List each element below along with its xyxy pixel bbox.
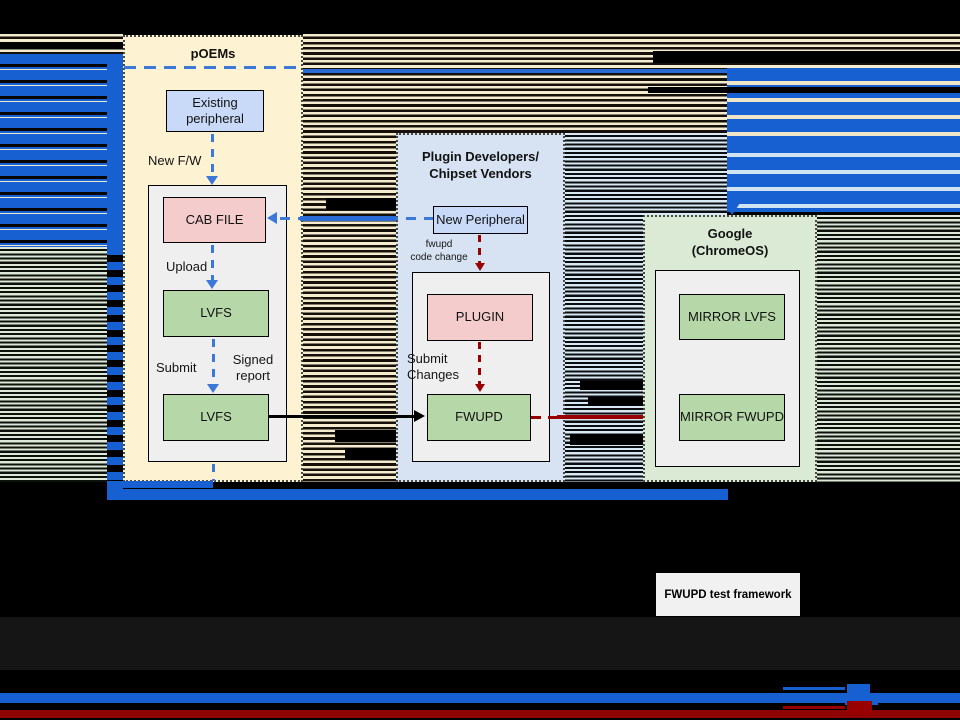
edge-newperipheral-cab-arrowhead [267,212,277,224]
glitch-red-line [783,706,845,709]
glitch-black-bar [0,42,123,49]
glitch-blue-line [300,216,396,221]
edge-poems-tail-line [212,464,215,481]
glitch-blue-blocks [107,247,123,490]
glitch-stripe-band [565,133,643,482]
edge-newfw-line [211,134,214,178]
glitch-blue-block [847,684,870,699]
glitch-blue-column [107,54,123,247]
glitch-black-bar [648,87,960,93]
node-cab-file: CAB FILE [163,197,266,243]
glitch-blue-bar [107,481,213,488]
edge-label-submit: Submit [156,360,197,375]
glitch-stripe-band [643,133,727,215]
glitch-black-bar [580,381,643,390]
glitch-arrowhead [722,200,742,215]
glitch-red-line [557,415,647,419]
node-new-peripheral: New Peripheral [433,206,528,234]
node-mirror-fwupd: MIRROR FWUPD [679,394,785,441]
glitch-black-bar [326,198,396,210]
node-fwupd: FWUPD [427,394,531,441]
edge-label-upload: Upload [166,259,208,274]
glitch-dark-band [0,617,960,670]
glitch-black-bar [653,51,960,63]
edge-lvfs-fwupd-arrowhead [414,410,425,422]
poems-dashed-divider [124,66,302,69]
glitch-stripe-band [303,133,396,482]
edge-submitchanges-line [478,342,481,384]
node-existing-peripheral: Existing peripheral [166,90,264,132]
glitch-black-bar [588,397,643,406]
glitch-stripe-band [0,54,107,247]
glitch-blue-bands [727,140,960,212]
lane-plugin-vendors-title: Plugin Developers/ Chipset Vendors [421,149,540,181]
glitch-blue-line [303,69,727,73]
node-lvfs-report: LVFS [163,394,269,441]
glitch-black-bar [570,434,643,445]
lane-google-title: Google (ChromeOS) [691,226,769,258]
glitch-red-block [847,701,872,715]
glitch-black-bar [335,430,396,442]
glitch-blue-bar [0,693,960,703]
glitch-stripe-band [303,34,727,133]
glitch-blue-line [783,687,845,690]
glitch-red-bar [0,710,960,718]
edge-upload-arrowhead [206,280,218,289]
glitch-blue-bar [107,489,728,500]
edge-label-new-fw: New F/W [148,153,202,168]
node-plugin: PLUGIN [427,294,533,341]
glitch-stripe-band [817,215,960,482]
edge-lvfs-fwupd-line [269,415,416,418]
fwupd-test-framework-box: FWUPD test framework [656,573,800,616]
edge-submit-arrowhead [207,384,219,393]
edge-label-signed-report: Signed report [232,352,274,384]
edge-submitchanges-arrowhead [475,384,485,392]
edge-codechange-arrowhead [475,263,485,271]
edge-upload-line [211,245,214,281]
node-lvfs-upload: LVFS [163,290,269,337]
glitch-blue-bands [727,68,960,140]
edge-submit-line [212,339,215,385]
edge-label-submit-changes: Submit Changes [407,351,460,383]
glitch-black-bar [345,448,396,460]
node-mirror-lvfs: MIRROR LVFS [679,294,785,340]
edge-newfw-arrowhead [206,176,218,185]
edge-codechange-line [478,235,481,263]
glitch-stripe-band [0,247,107,482]
lane-poems-title: pOEMs [190,46,236,61]
edge-label-fwupd-code-change: fwupd code change [410,239,468,263]
